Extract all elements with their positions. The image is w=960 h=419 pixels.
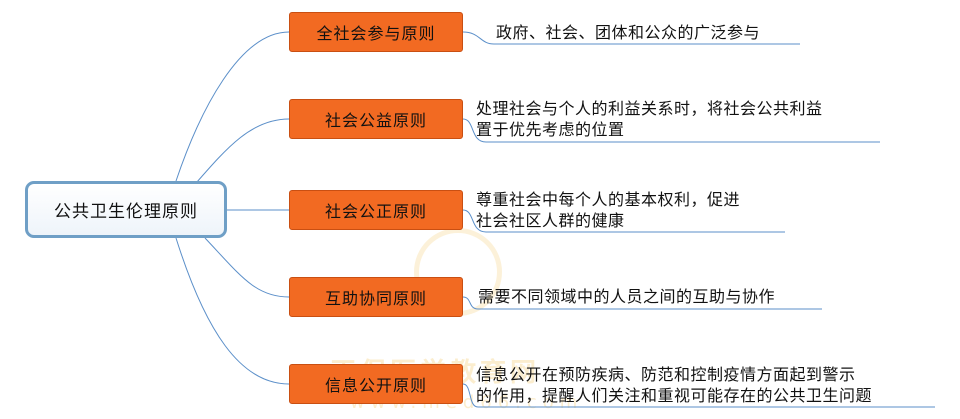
note-line: 尊重社会中每个人的基本权利，促进 [476, 190, 741, 209]
root-connector-4 [175, 237, 290, 385]
root-node[interactable]: 公共卫生伦理原则 [25, 181, 227, 238]
note-line: 需要不同领域中的人员之间的互助与协作 [478, 287, 776, 306]
note-public-interest: 处理社会与个人的利益关系时，将社会公共利益 置于优先考虑的位置 [476, 98, 823, 140]
note-line: 政府、社会、团体和公众的广泛参与 [496, 23, 761, 42]
note-line: 社会社区人群的健康 [476, 211, 625, 230]
note-connector-2 [462, 209, 785, 233]
note-justice: 尊重社会中每个人的基本权利，促进 社会社区人群的健康 [476, 189, 740, 231]
note-line: 置于优先考虑的位置 [476, 120, 625, 139]
root-connector-0 [175, 31, 290, 182]
note-connector-0 [462, 31, 800, 45]
root-connector-3 [204, 237, 290, 298]
note-connector-4 [462, 383, 935, 408]
note-cooperation: 需要不同领域中的人员之间的互助与协作 [478, 286, 775, 307]
note-connector-3 [462, 296, 822, 310]
note-line: 信息公开在预防疾病、防范和控制疫情方面起到警示 [476, 365, 856, 384]
note-connector-1 [462, 118, 880, 143]
branch-node-public-interest[interactable]: 社会公益原则 [289, 99, 463, 139]
note-disclosure: 信息公开在预防疾病、防范和控制疫情方面起到警示 的作用，提醒人们关注和重视可能存… [476, 364, 872, 406]
branch-node-disclosure[interactable]: 信息公开原则 [289, 364, 463, 404]
note-participation: 政府、社会、团体和公众的广泛参与 [496, 22, 760, 43]
root-connector-1 [189, 118, 290, 191]
branch-node-cooperation[interactable]: 互助协同原则 [289, 277, 463, 317]
note-line: 的作用，提醒人们关注和重视可能存在的公共卫生问题 [476, 386, 873, 405]
branch-node-participation[interactable]: 全社会参与原则 [289, 12, 463, 52]
note-line: 处理社会与个人的利益关系时，将社会公共利益 [476, 99, 823, 118]
branch-node-justice[interactable]: 社会公正原则 [289, 190, 463, 230]
